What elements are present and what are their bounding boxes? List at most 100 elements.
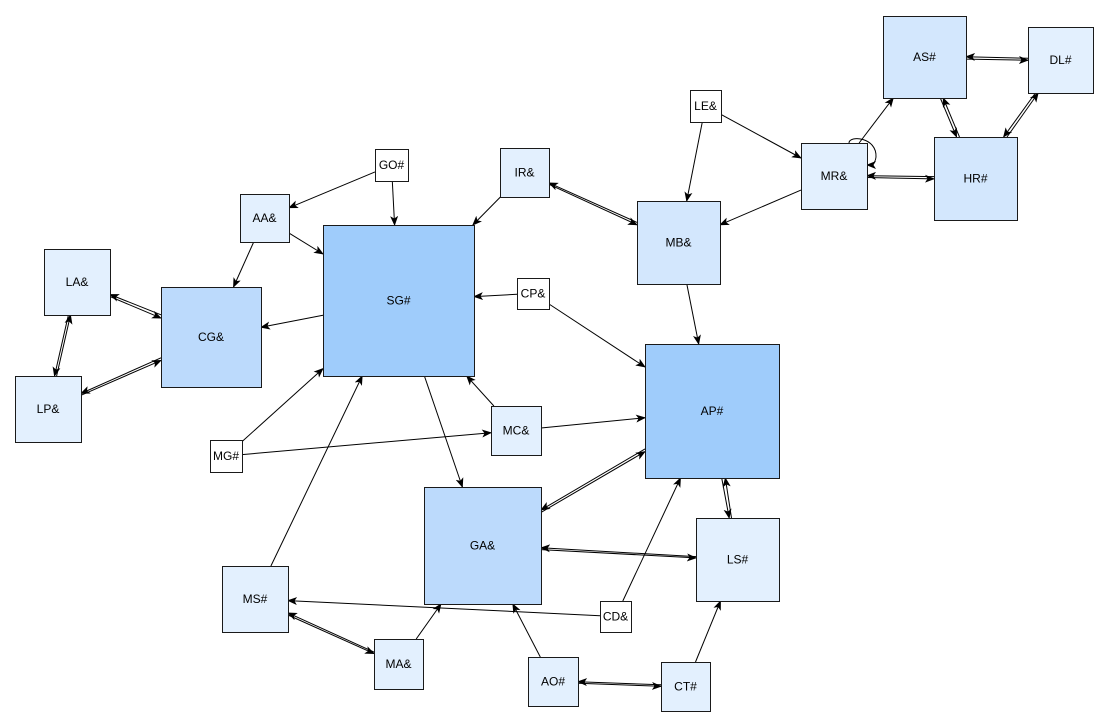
- edge-HR-to-DL: [1006, 92, 1039, 138]
- node-mb: MB&: [637, 201, 721, 285]
- edge-HR-to-MR: [866, 171, 935, 180]
- node-sg-label: SG#: [386, 294, 410, 308]
- edge-IR-to-SG: [472, 196, 501, 226]
- node-cg-label: CG&: [198, 330, 224, 344]
- node-ma: MA&: [374, 639, 424, 690]
- node-mr: MR&: [801, 143, 868, 210]
- node-mb-box: [637, 201, 721, 285]
- edge-MR-to-MB: [719, 189, 802, 226]
- node-hr: HR#: [934, 137, 1018, 221]
- edge-DL-to-AS: [965, 52, 1029, 61]
- node-lp-label: LP&: [37, 402, 60, 416]
- edge-CD-to-MS: [287, 597, 601, 617]
- node-aa-box: [240, 194, 290, 243]
- node-ms-box: [222, 566, 289, 633]
- node-cd: CD&: [600, 601, 632, 633]
- node-ga: GA&: [424, 487, 542, 605]
- node-as-label: AS#: [913, 50, 936, 64]
- node-ls: LS#: [696, 518, 780, 602]
- node-dl-box: [1028, 27, 1094, 94]
- node-ap: AP#: [645, 344, 780, 479]
- edge-DL-to-HR: [1003, 92, 1036, 138]
- edge-GO-to-AA: [288, 171, 376, 209]
- edge-MS-to-MA: [287, 614, 375, 655]
- edge-LE-to-MB: [684, 121, 703, 202]
- node-cp: CP&: [517, 278, 550, 310]
- node-mr-label: MR&: [821, 169, 848, 183]
- edge-CT-to-AO: [577, 678, 662, 687]
- edge-MG-to-SG: [241, 367, 324, 442]
- edge-LA-to-CG: [109, 296, 162, 319]
- node-ma-label: MA&: [385, 657, 411, 671]
- edge-IR-to-MB: [548, 183, 638, 226]
- node-ls-box: [696, 518, 780, 602]
- edge-LS-to-GA: [540, 544, 697, 558]
- edge-GA-to-LS: [540, 549, 697, 562]
- edge-LA-to-LP: [52, 314, 69, 377]
- edge-AP-to-GA: [540, 448, 646, 511]
- edge-AA-to-SG: [288, 232, 324, 255]
- node-go: GO#: [375, 149, 409, 182]
- edges: [52, 52, 1039, 690]
- node-cp-label: CP&: [521, 287, 546, 301]
- edge-LP-to-LA: [56, 314, 73, 377]
- edge-MA-to-MS: [287, 612, 375, 653]
- node-cd-label: CD&: [603, 610, 628, 624]
- edge-AP-to-LS: [721, 477, 732, 519]
- edge-SG-to-GA: [423, 375, 464, 488]
- node-le: LE&: [690, 90, 722, 123]
- edge-MC-to-AP: [540, 414, 646, 429]
- node-ga-label: GA&: [470, 539, 495, 553]
- node-mb-label: MB&: [665, 236, 691, 250]
- edge-MR-to-HR: [866, 174, 935, 183]
- node-ms: MS#: [222, 566, 289, 633]
- edge-MR-to-MR: [848, 138, 877, 169]
- node-ao-box: [528, 657, 579, 707]
- node-sg-box: [323, 225, 475, 377]
- node-as: AS#: [883, 16, 967, 99]
- node-mg-label: MG#: [213, 449, 239, 463]
- node-la: LA&: [44, 249, 111, 316]
- edge-AO-to-GA: [512, 603, 541, 658]
- node-ir-label: IR&: [514, 166, 534, 180]
- node-la-label: LA&: [66, 275, 89, 289]
- edge-CT-to-LS: [695, 600, 721, 663]
- nodes: AS#DL#LE&MR&HR#GO#IR&AA&MB&LA&SG#CP&CG&A…: [15, 16, 1094, 712]
- node-aa: AA&: [240, 194, 290, 243]
- node-hr-label: HR#: [963, 172, 987, 186]
- node-ga-box: [424, 487, 542, 605]
- edge-HR-to-AS: [942, 97, 960, 138]
- edge-CP-to-SG: [473, 292, 518, 301]
- node-sg: SG#: [323, 225, 475, 377]
- node-as-box: [883, 16, 967, 99]
- edge-AO-to-CT: [577, 681, 662, 690]
- edge-LP-to-CG: [80, 359, 162, 396]
- node-ao: AO#: [528, 657, 579, 707]
- edge-CD-to-AP: [622, 477, 681, 602]
- edge-MA-to-GA: [415, 603, 442, 640]
- node-lp: LP&: [15, 376, 82, 443]
- node-ap-box: [645, 344, 780, 479]
- node-mg: MG#: [210, 440, 243, 473]
- edge-AA-to-CG: [233, 241, 255, 288]
- node-ao-label: AO#: [541, 675, 565, 689]
- node-ma-box: [374, 639, 424, 690]
- node-ct-label: CT#: [674, 680, 697, 694]
- edge-CP-to-AP: [548, 303, 646, 368]
- node-lp-box: [15, 376, 82, 443]
- node-aa-label: AA&: [252, 211, 276, 225]
- edge-AS-to-DL: [965, 56, 1029, 65]
- node-le-box: [690, 90, 722, 123]
- node-ap-label: AP#: [701, 404, 724, 418]
- edge-CG-to-LA: [109, 294, 162, 316]
- edge-GO-to-SG: [390, 180, 399, 226]
- node-ms-label: MS#: [243, 592, 268, 606]
- node-mr-box: [801, 143, 868, 210]
- node-cg-box: [161, 287, 262, 388]
- node-cd-box: [600, 601, 632, 633]
- node-cp-box: [517, 278, 550, 310]
- node-cg: CG&: [161, 287, 262, 388]
- edge-MB-to-IR: [548, 182, 638, 223]
- edge-MB-to-AP: [686, 283, 701, 345]
